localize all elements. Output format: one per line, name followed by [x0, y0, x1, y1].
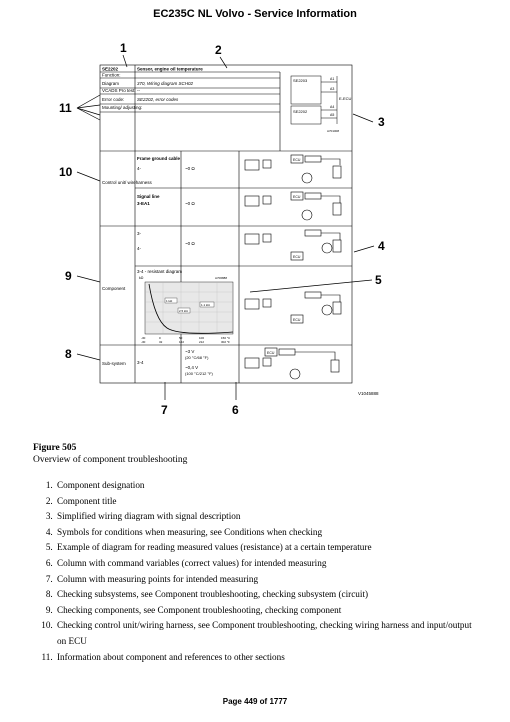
ecu-label-3: ECU: [293, 255, 301, 259]
legend-list: Component designation Component title Si…: [33, 478, 483, 665]
component-value: ~0 Ω: [185, 241, 195, 246]
list-item: Component designation: [55, 478, 483, 494]
chart-label-2: 2.5 kΩ: [179, 309, 189, 313]
chart-x-2: 50: [179, 336, 183, 340]
info-label-1: Function:: [102, 73, 121, 78]
subsystem-pins: 3-4: [137, 360, 144, 365]
info-label-3: VCADS Pro test:: [102, 88, 136, 93]
list-item: Checking control unit/wiring harness, se…: [55, 618, 483, 649]
ecu-label-4: ECU: [293, 318, 301, 322]
subsystem-v1: ~3 V: [185, 349, 194, 354]
measurement-symbols: [244, 154, 342, 380]
resistant-diagram-title: 3-4 - resistant diagram: [137, 269, 182, 274]
info-value-4: SE2202, error codes: [137, 97, 179, 102]
callout-5: 5: [375, 273, 382, 287]
list-item: Column with measuring points for intende…: [55, 572, 483, 588]
chart-xf-3: 212: [199, 340, 204, 344]
schem-ecu: E-ECU: [339, 96, 352, 101]
info-value-3: --: [137, 88, 140, 93]
chart-xf-2: 122: [179, 340, 184, 344]
frame-ground-value: ~0 Ω: [185, 166, 195, 171]
callout-8: 8: [65, 347, 72, 361]
wiring-schematic: SE2203 SE2202 E-ECU A1 A3 A4 A5 A701008: [290, 75, 352, 133]
list-item: Information about component and referenc…: [55, 650, 483, 666]
figure-caption: Figure 505 Overview of component trouble…: [33, 442, 187, 466]
frame-ground-pin: 4-: [137, 166, 142, 171]
resistant-diagram-ref: A706888: [215, 276, 227, 280]
schem-num: A701008: [327, 129, 339, 133]
list-item: Checking components, see Component troub…: [55, 603, 483, 619]
resistant-diagram-unit: kΩ: [139, 276, 144, 280]
info-label-2: Diagram: [102, 81, 119, 86]
list-item: Component title: [55, 494, 483, 510]
info-label-5: Mounting/ adjusting:: [102, 105, 142, 110]
figure-id: V1045888: [358, 391, 379, 396]
list-item: Checking subsystems, see Component troub…: [55, 587, 483, 603]
subsystem-v2: ~0,4 V: [185, 365, 198, 370]
callout-4: 4: [378, 239, 385, 253]
section-component-label: Component: [102, 286, 126, 291]
troubleshooting-figure: 1 2 3 4 5 6 7 8 9 10 11: [55, 40, 455, 420]
list-item: Column with command variables (correct v…: [55, 556, 483, 572]
signal-line-value: ~0 Ω: [185, 201, 195, 206]
frame-ground-title: Frame ground cable: [137, 156, 181, 161]
schem-c1: SE2203: [293, 78, 308, 83]
section-control-label: Control unit/ wireharness: [102, 180, 153, 185]
ecu-label-2: ECU: [293, 195, 301, 199]
figure-subtitle: Overview of component troubleshooting: [33, 455, 188, 465]
list-item: Example of diagram for reading measured …: [55, 540, 483, 556]
signal-line-pin: 3-EA1: [137, 201, 150, 206]
info-value-0: Sensor, engine oil temperature: [137, 67, 203, 72]
page-footer: Page 449 of 1777: [222, 697, 288, 706]
document-header: EC235C NL Volvo - Service Information: [153, 8, 357, 20]
callout-10: 10: [59, 165, 73, 179]
chart-label-1: 1 kΩ: [166, 299, 173, 303]
chart-x-4: 150 °C: [221, 336, 231, 340]
section-subsystem-label: Sub-system: [102, 361, 126, 366]
resistance-chart: 1 kΩ 2.5 kΩ 1.1 kΩ -30 0 50 100 150 °C -…: [141, 281, 234, 344]
callout-9: 9: [65, 269, 72, 283]
callout-3: 3: [378, 115, 385, 129]
subsystem-v2-sub: (100 °C/212 °F): [185, 371, 214, 376]
schem-pin-1: A3: [330, 87, 334, 91]
subsystem-v1-sub: (20 °C/68 °F): [185, 355, 209, 360]
ecu-label-5: ECU: [267, 351, 275, 355]
chart-x-3: 100: [199, 336, 204, 340]
chart-xf-4: 302 °F: [221, 340, 230, 344]
schem-pin-0: A1: [330, 77, 334, 81]
schem-pin-2: A4: [330, 105, 334, 109]
callout-2: 2: [215, 43, 222, 57]
signal-line-title: Signal line: [137, 194, 160, 199]
chart-x-0: -30: [141, 336, 146, 340]
component-pin2: 4-: [137, 246, 142, 251]
chart-xf-0: -30: [141, 340, 146, 344]
chart-label-3: 1.1 kΩ: [201, 303, 211, 307]
info-label-4: Error code:: [102, 97, 124, 102]
chart-xf-1: 32: [159, 340, 163, 344]
callout-1: 1: [120, 41, 127, 55]
schem-pin-3: A5: [330, 113, 334, 117]
callout-11: 11: [59, 101, 72, 115]
schem-c2: SE2202: [293, 109, 308, 114]
info-value-2: 370, Wiring diagram SCH02: [137, 81, 193, 86]
list-item: Simplified wiring diagram with signal de…: [55, 509, 483, 525]
callout-7: 7: [161, 403, 168, 417]
list-item: Symbols for conditions when measuring, s…: [55, 525, 483, 541]
chart-x-1: 0: [159, 336, 161, 340]
callout-6: 6: [232, 403, 239, 417]
ecu-label-1: ECU: [293, 158, 301, 162]
component-pin: 3-: [137, 231, 142, 236]
figure-title: Figure 505: [33, 443, 77, 453]
info-label-0: SE2202: [102, 67, 119, 72]
